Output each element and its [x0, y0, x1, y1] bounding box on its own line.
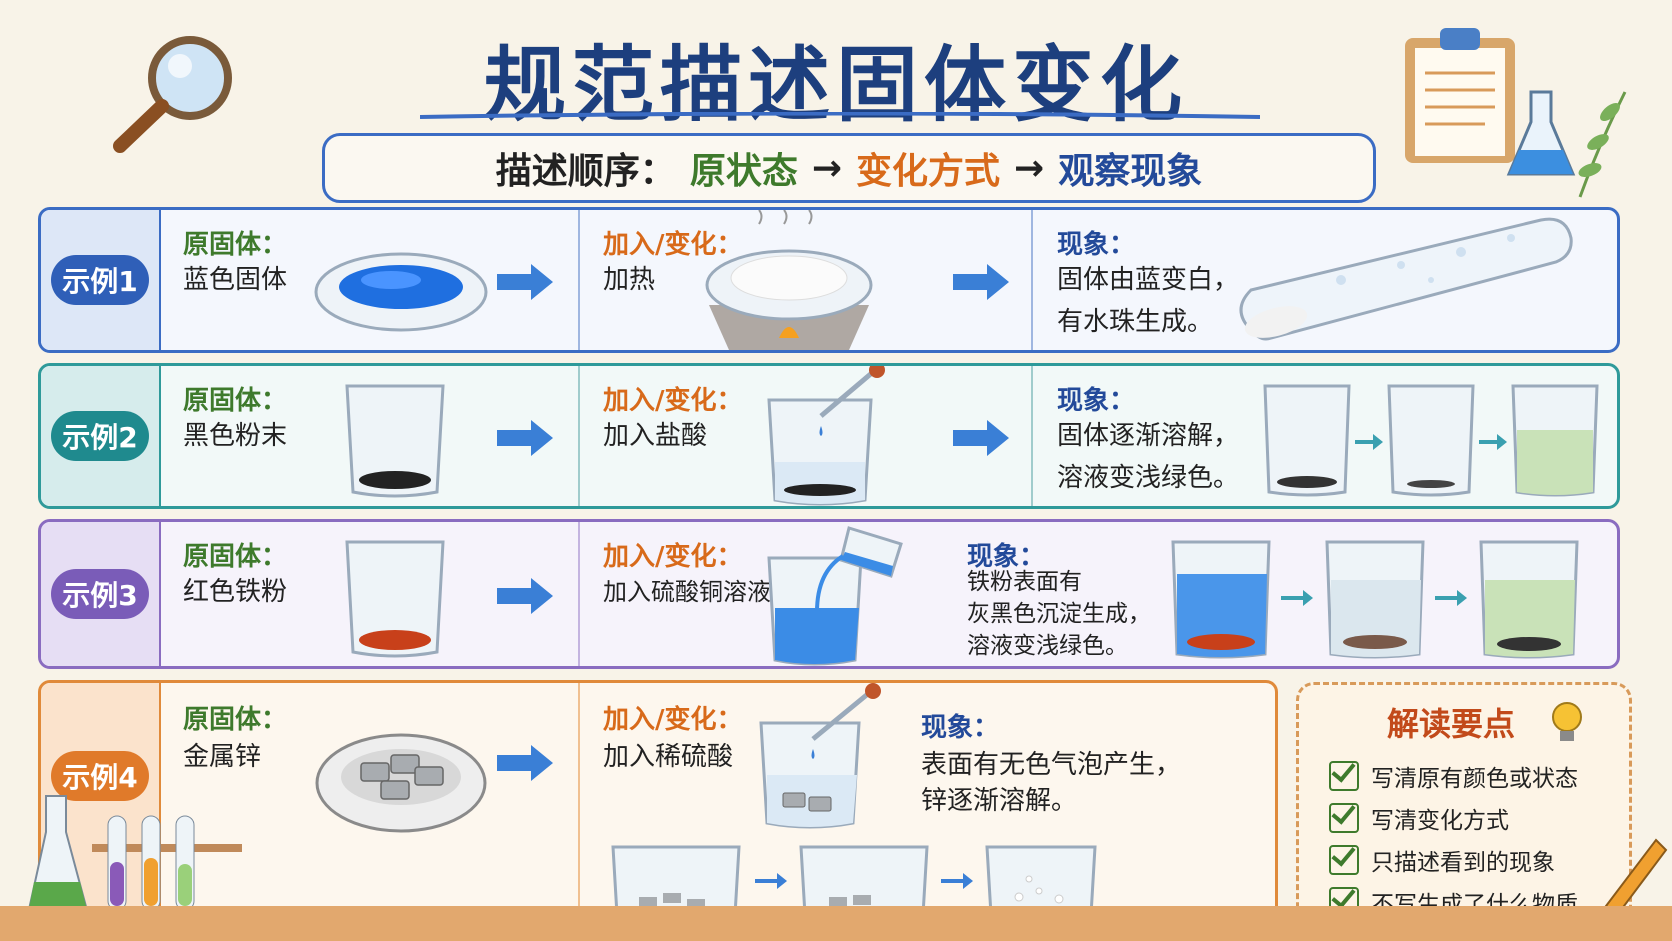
order-step-change: 变化方式 — [856, 151, 1001, 192]
order-arrow-2: → — [1014, 147, 1045, 189]
phenomenon-line: 灰黑色沉淀生成， — [967, 601, 1151, 627]
key-point-text: 写清原有颜色或状态 — [1371, 766, 1578, 792]
phenomenon-line: 有水珠生成。 — [1057, 307, 1214, 337]
test-tube-icon — [1239, 217, 1573, 341]
change-label: 加入/变化： — [603, 705, 743, 735]
change-text: 加热 — [603, 265, 656, 295]
change-text: 加入稀硫酸 — [603, 742, 734, 772]
lightbulb-icon — [1552, 702, 1582, 741]
phenomenon-label: 现象： — [1057, 386, 1136, 416]
checkbox-icon — [1329, 803, 1359, 833]
divider — [578, 683, 580, 923]
checkbox-icon — [1329, 845, 1359, 875]
phenomenon-line: 表面有无色气泡产生， — [921, 750, 1182, 780]
phenomenon-label: 现象： — [967, 542, 1046, 572]
checkbox-icon — [1329, 761, 1359, 791]
phenomenon-label: 现象： — [921, 713, 1000, 743]
phenomenon-line: 铁粉表面有 — [967, 569, 1082, 595]
test-tube-rack-icon — [26, 795, 242, 918]
original-text: 红色铁粉 — [183, 577, 288, 607]
order-arrow-1: → — [811, 147, 842, 189]
divider — [578, 366, 580, 506]
key-point-item: 只描述看到的现象 — [1329, 843, 1555, 877]
example-badge: 示例1 — [51, 255, 149, 305]
key-point-item: 写清变化方式 — [1329, 801, 1509, 835]
original-label: 原固体： — [183, 542, 288, 572]
flask-icon — [1506, 90, 1576, 176]
arrow-right-icon — [953, 420, 1009, 456]
example-row-3: 示例3 原固体： 红色铁粉 加入/变化： 加入硫酸铜溶液 现象： 铁粉表面有 灰… — [38, 519, 1620, 669]
magnifier-icon — [113, 36, 232, 153]
divider — [159, 210, 161, 350]
arrow-right-icon — [497, 745, 553, 781]
phenomenon-line: 固体逐渐溶解， — [1057, 421, 1240, 451]
example-row-1: 示例1 原固体： 蓝色固体 加入/变化： 加热 现象： 固体由蓝变白， 有水珠生… — [38, 207, 1620, 353]
original-label: 原固体： — [183, 705, 288, 735]
original-label: 原固体： — [183, 230, 288, 260]
original-text: 金属锌 — [183, 742, 262, 772]
change-label: 加入/变化： — [603, 386, 743, 416]
phenomenon-line: 固体由蓝变白， — [1057, 265, 1240, 295]
key-point-text: 写清变化方式 — [1371, 808, 1509, 834]
key-points-title: 解读要点 — [1387, 705, 1516, 743]
phenomenon-label: 现象： — [1057, 230, 1136, 260]
original-label: 原固体： — [183, 386, 288, 416]
phenomenon-line: 溶液变浅绿色。 — [1057, 463, 1240, 493]
example-badge: 示例4 — [51, 751, 149, 801]
divider — [578, 210, 580, 350]
beaker-black-powder-icon — [345, 384, 445, 498]
clipboard-icon — [1405, 28, 1515, 163]
heating-dish-icon — [705, 210, 873, 350]
key-point-item: 写清原有颜色或状态 — [1329, 759, 1578, 793]
order-prefix: 描述顺序： — [495, 151, 676, 192]
beaker-dropper-icon — [767, 366, 885, 506]
change-label: 加入/变化： — [603, 542, 743, 572]
divider — [159, 522, 161, 666]
change-text: 加入盐酸 — [603, 421, 708, 451]
arrow-right-icon — [497, 264, 553, 300]
order-step-phenomenon: 观察现象 — [1058, 151, 1203, 192]
order-step-original: 原状态 — [689, 151, 798, 192]
example-badge: 示例3 — [51, 569, 149, 619]
phenomenon-line: 溶液变浅绿色。 — [967, 633, 1128, 659]
title-underline — [420, 112, 1260, 119]
beaker-sequence-icon — [1171, 540, 1579, 659]
leaf-icon — [1578, 91, 1627, 198]
beaker-dropper-zinc-icon — [759, 683, 881, 829]
change-text: 加入硫酸铜溶液 — [603, 578, 771, 606]
change-label: 加入/变化： — [603, 230, 743, 260]
bowl-zinc-icon — [315, 733, 487, 833]
beaker-sequence-icon — [1263, 384, 1599, 497]
arrow-right-icon — [497, 578, 553, 614]
arrow-right-icon — [953, 264, 1009, 300]
divider — [159, 366, 161, 506]
desk-surface — [0, 906, 1672, 941]
beaker-pour-icon — [767, 526, 903, 666]
page-title: 规范描述固体变化 — [483, 38, 1188, 133]
example-row-2: 示例2 原固体： 黑色粉末 加入/变化： 加入盐酸 现象： 固体逐渐溶解， 溶液… — [38, 363, 1620, 509]
original-text: 黑色粉末 — [183, 421, 288, 451]
key-points-box: 解读要点 写清原有颜色或状态 写清变化方式 只描述看到的现象 不写生成了什么物质 — [1296, 682, 1632, 928]
example-badge: 示例2 — [51, 411, 149, 461]
phenomenon-line: 锌逐渐溶解。 — [921, 786, 1078, 816]
divider — [1031, 210, 1033, 350]
beaker-red-iron-icon — [345, 540, 445, 658]
divider — [159, 683, 161, 923]
divider — [578, 522, 580, 666]
description-order-box: 描述顺序： 原状态 → 变化方式 → 观察现象 — [322, 133, 1376, 203]
original-text: 蓝色固体 — [183, 265, 288, 295]
dish-blue-crystals-icon — [314, 252, 488, 332]
key-point-text: 只描述看到的现象 — [1371, 850, 1555, 876]
arrow-right-icon — [497, 420, 553, 456]
divider — [1031, 366, 1033, 506]
